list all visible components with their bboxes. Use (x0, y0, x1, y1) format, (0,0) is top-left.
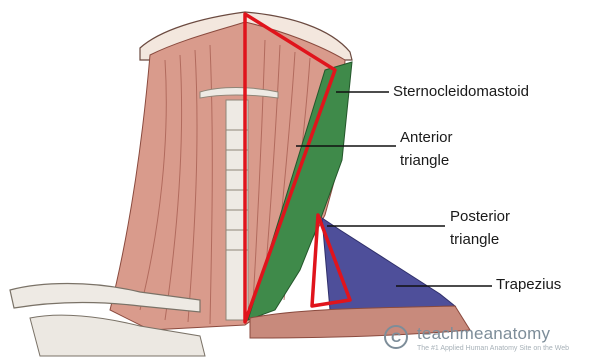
trapezius-label: Trapezius (496, 275, 561, 294)
anterior-triangle-label-line1: Anterior (400, 128, 453, 147)
copyright-logo-icon: C (384, 325, 408, 349)
posterior-triangle-label-line1: Posterior (450, 207, 510, 226)
watermark-tagline: The #1 Applied Human Anatomy Site on the… (417, 345, 569, 352)
watermark-name: teachmeanatomy (417, 324, 550, 344)
posterior-triangle-label-line2: triangle (450, 230, 499, 249)
trapezius-muscle (322, 218, 455, 310)
sternocleidomastoid-label: Sternocleidomastoid (393, 82, 529, 101)
anterior-triangle-label-line2: triangle (400, 151, 449, 170)
watermark: C teachmeanatomy The #1 Applied Human An… (384, 321, 596, 357)
